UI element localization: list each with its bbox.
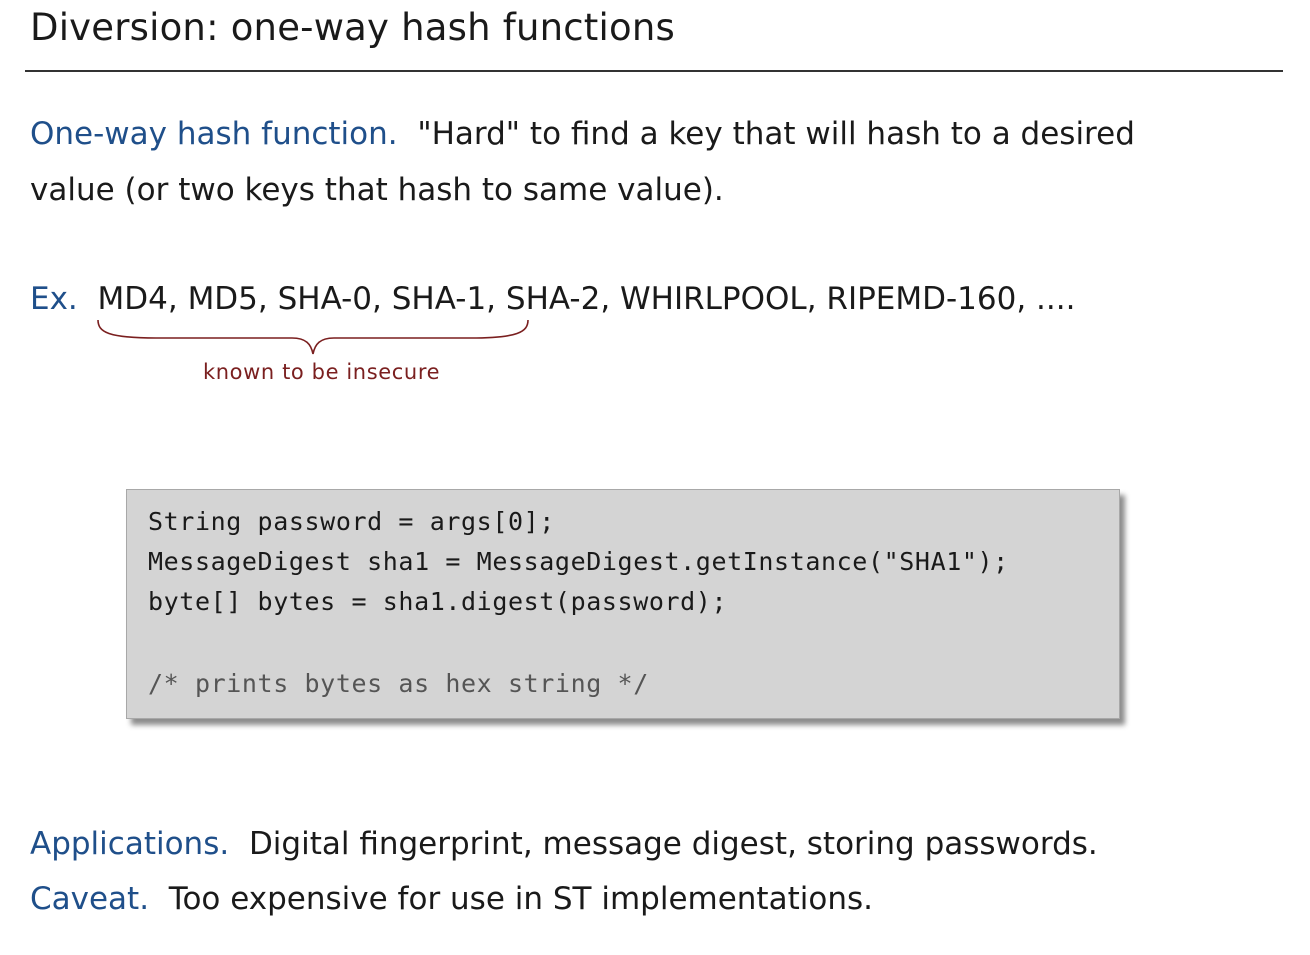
examples-line: Ex. MD4, MD5, SHA-0, SHA-1, SHA-2, WHIRL… xyxy=(30,271,1075,327)
applications-paragraph: Applications. Digital fingerprint, messa… xyxy=(30,826,1098,862)
caveat-term: Caveat. xyxy=(30,881,150,917)
brace-label: known to be insecure xyxy=(203,360,441,384)
caveat-paragraph: Caveat. Too expensive for use in ST impl… xyxy=(30,881,873,917)
definition-paragraph: One-way hash function. "Hard" to find a … xyxy=(30,106,1135,218)
insecure-brace-icon xyxy=(97,319,529,355)
other-hash-list: SHA-2, WHIRLPOOL, RIPEMD-160, .... xyxy=(505,281,1076,317)
definition-text-line2: value (or two keys that hash to same val… xyxy=(30,172,724,208)
applications-term: Applications. xyxy=(30,826,230,862)
slide-title: Diversion: one-way hash functions xyxy=(30,6,675,49)
code-comment: /* prints bytes as hex string */ xyxy=(148,669,649,698)
title-divider xyxy=(25,70,1283,72)
insecure-hash-list: MD4, MD5, SHA-0, SHA-1, xyxy=(97,281,497,317)
examples-label: Ex. xyxy=(30,281,78,317)
code-line: String password = args[0]; xyxy=(148,507,555,536)
caveat-text: Too expensive for use in ST implementati… xyxy=(168,881,873,917)
definition-text-line1: "Hard" to find a key that will hash to a… xyxy=(417,116,1135,152)
code-line: MessageDigest sha1 = MessageDigest.getIn… xyxy=(148,547,1009,576)
applications-text: Digital fingerprint, message digest, sto… xyxy=(248,826,1098,862)
code-line: byte[] bytes = sha1.digest(password); xyxy=(148,587,728,616)
code-block: String password = args[0]; MessageDigest… xyxy=(126,489,1120,719)
definition-term: One-way hash function. xyxy=(30,116,398,152)
